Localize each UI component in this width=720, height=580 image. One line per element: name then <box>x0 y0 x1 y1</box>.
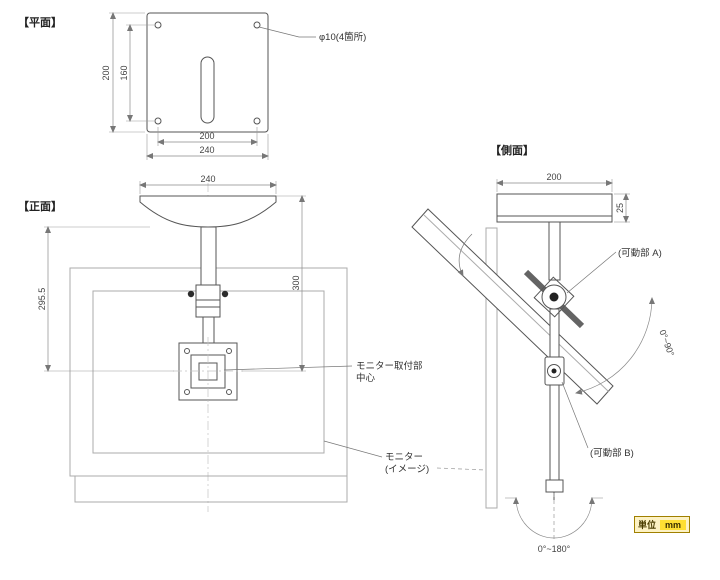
pivot-b-joint <box>544 356 565 386</box>
vesa-plate <box>173 337 243 406</box>
svg-text:200: 200 <box>101 65 111 80</box>
plan-dim-width-outer: 240 <box>146 134 269 160</box>
svg-text:160: 160 <box>119 65 129 80</box>
tilt-joint-front <box>187 284 229 318</box>
ceiling-plate-top-view <box>146 12 269 133</box>
pivot-a-label: (可動部 A) <box>618 247 662 259</box>
side-end-cap <box>545 479 564 493</box>
lower-pole <box>202 316 215 344</box>
svg-text:200: 200 <box>546 172 561 182</box>
svg-text:200: 200 <box>199 131 214 141</box>
front-view: 【正面】 240 <box>18 174 487 512</box>
svg-text:295.5: 295.5 <box>37 288 47 311</box>
pivot-a-joint <box>533 276 575 318</box>
side-view-title: 【側面】 <box>490 143 534 157</box>
upper-pole <box>200 226 217 286</box>
side-view: 【側面】 200 25 <box>411 143 676 554</box>
ceiling-canopy-side <box>496 193 613 223</box>
mount-center-label-line2: 中心 <box>356 372 376 384</box>
hole-callout: φ10(4箇所) <box>258 26 366 43</box>
side-upper-pole <box>548 221 561 281</box>
unit-badge: 単位 mm <box>634 516 691 533</box>
plan-view: 【平面】 200 160 2 <box>18 12 366 160</box>
front-view-title: 【正面】 <box>18 200 62 213</box>
mount-holes <box>154 21 261 125</box>
svg-text:240: 240 <box>200 174 215 184</box>
unit-value: mm <box>660 519 687 530</box>
pivot-b-callout: (可動部 B) <box>561 381 634 459</box>
joint-screw-left <box>187 290 195 298</box>
monitor-side-vertical <box>485 227 498 509</box>
svg-text:240: 240 <box>199 145 214 155</box>
swivel-range-arc: 0°~180° <box>505 493 603 554</box>
svg-text:300: 300 <box>291 275 301 290</box>
rotation-arrow <box>457 233 473 277</box>
side-lower-pole <box>549 384 560 481</box>
swivel-range-label: 0°~180° <box>538 544 571 554</box>
unit-label: 単位 <box>638 520 657 530</box>
side-dim-thickness: 25 <box>614 193 630 223</box>
monitor-label-line2: (イメージ) <box>385 464 429 475</box>
hole-callout-label: φ10(4箇所) <box>319 31 366 43</box>
tilt-range-label: 0°~90° <box>657 328 676 358</box>
pivot-b-label: (可動部 B) <box>590 447 634 459</box>
mount-center-label-line1: モニター取付部 <box>356 360 423 372</box>
svg-text:25: 25 <box>615 203 625 213</box>
pivot-a-callout: (可動部 A) <box>566 247 662 294</box>
front-dim-left: 295.5 <box>37 226 174 372</box>
ceiling-canopy <box>139 195 277 228</box>
plan-dim-width-inner: 200 <box>157 127 258 146</box>
plan-dim-height-inner: 160 <box>119 24 154 122</box>
monitor-label-line1: モニター <box>385 452 423 463</box>
monitor-side-tilted <box>411 208 614 405</box>
side-dim-top: 200 <box>496 172 613 192</box>
joint-screw-right <box>221 290 229 298</box>
plan-dim-height-outer: 200 <box>101 12 145 133</box>
mount-center-callout: モニター取付部 中心 <box>223 360 423 384</box>
front-dim-top: 240 <box>139 174 277 194</box>
plan-view-title: 【平面】 <box>18 16 62 29</box>
monitor-image-callout: モニター (イメージ) <box>323 440 487 475</box>
cable-slot <box>200 56 215 124</box>
front-dim-right: 300 <box>242 195 306 372</box>
